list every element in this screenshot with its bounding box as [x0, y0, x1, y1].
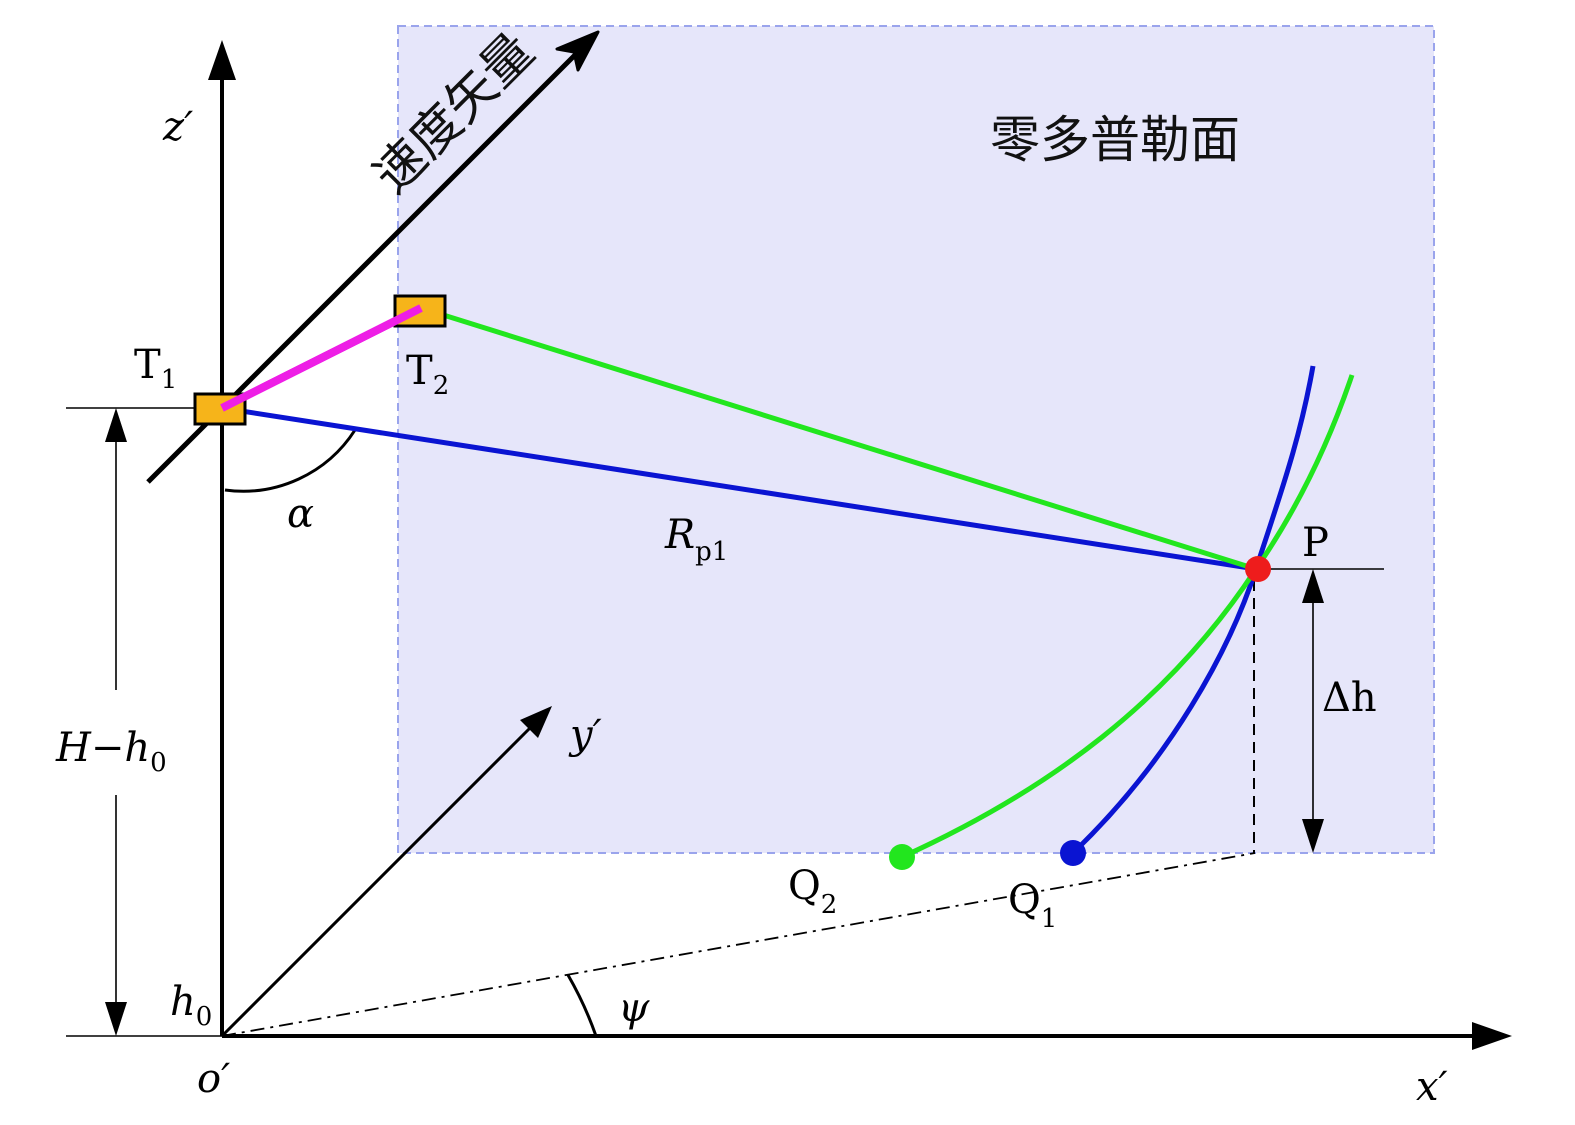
- delta-h-arrow-down: [1302, 819, 1324, 853]
- range-label-sub: p1: [695, 537, 728, 567]
- h0-label: h0: [170, 979, 212, 1032]
- p-label: P: [1302, 520, 1329, 566]
- y-axis: [220, 726, 532, 1038]
- delta-h-label: Δh: [1322, 675, 1377, 721]
- origin-label: o′: [197, 1056, 230, 1102]
- q1-label-sub: 1: [1041, 904, 1058, 934]
- baseline-t1-t2-overlay: [220, 304, 423, 412]
- range-line-t1-p: [221, 405, 1257, 572]
- y-axis-label: y′: [568, 712, 602, 758]
- alpha-angle-arc: [224, 429, 357, 493]
- t1-label-sub: 1: [161, 365, 178, 395]
- q2-label-sub: 2: [821, 890, 838, 920]
- q2-label-main: Q: [788, 863, 821, 909]
- q1-curve: [1071, 365, 1316, 855]
- q1-label: Q1: [1008, 877, 1057, 934]
- height-diff-label-main: H−h: [55, 725, 150, 771]
- zero-doppler-plane-label: 零多普勒面: [990, 111, 1240, 169]
- height-diff-label: H−h0: [55, 725, 167, 778]
- q2-curve: [900, 374, 1355, 860]
- ground-projection-line: [221, 852, 1256, 1037]
- point-q2: [889, 844, 915, 870]
- point-p: [1245, 556, 1271, 582]
- zero-doppler-plane: [397, 25, 1435, 854]
- y-axis-arrowhead: [520, 706, 552, 738]
- t2-label-sub: 2: [433, 371, 450, 401]
- q2-label: Q2: [788, 863, 837, 920]
- t1-label: T1: [134, 342, 177, 395]
- t2-label: T2: [406, 348, 449, 401]
- height-diff-label-sub: 0: [150, 748, 167, 778]
- t2-label-main: T: [406, 348, 433, 394]
- range-line-t2-p: [420, 305, 1257, 572]
- delta-h-arrow-up: [1302, 569, 1324, 603]
- height-dimension-arrow-down: [105, 1002, 127, 1036]
- z-axis-label: z′: [162, 104, 193, 150]
- q1-label-main: Q: [1008, 877, 1041, 923]
- h0-label-main: h: [170, 979, 196, 1025]
- range-label-main: R: [664, 512, 695, 558]
- height-dimension-arrow-up: [105, 408, 127, 442]
- h0-label-sub: 0: [196, 1002, 213, 1032]
- psi-angle-arc: [566, 974, 598, 1037]
- velocity-vector-arrowhead: [555, 30, 600, 72]
- alpha-label: α: [287, 491, 314, 537]
- x-axis-arrowhead: [1472, 1022, 1512, 1050]
- t1-label-main: T: [134, 342, 161, 388]
- psi-label: ψ: [618, 985, 650, 1031]
- point-q1: [1060, 840, 1086, 866]
- z-axis-arrowhead: [208, 40, 236, 80]
- range-label: Rp1: [664, 512, 728, 567]
- x-axis-label: x′: [1416, 1064, 1448, 1110]
